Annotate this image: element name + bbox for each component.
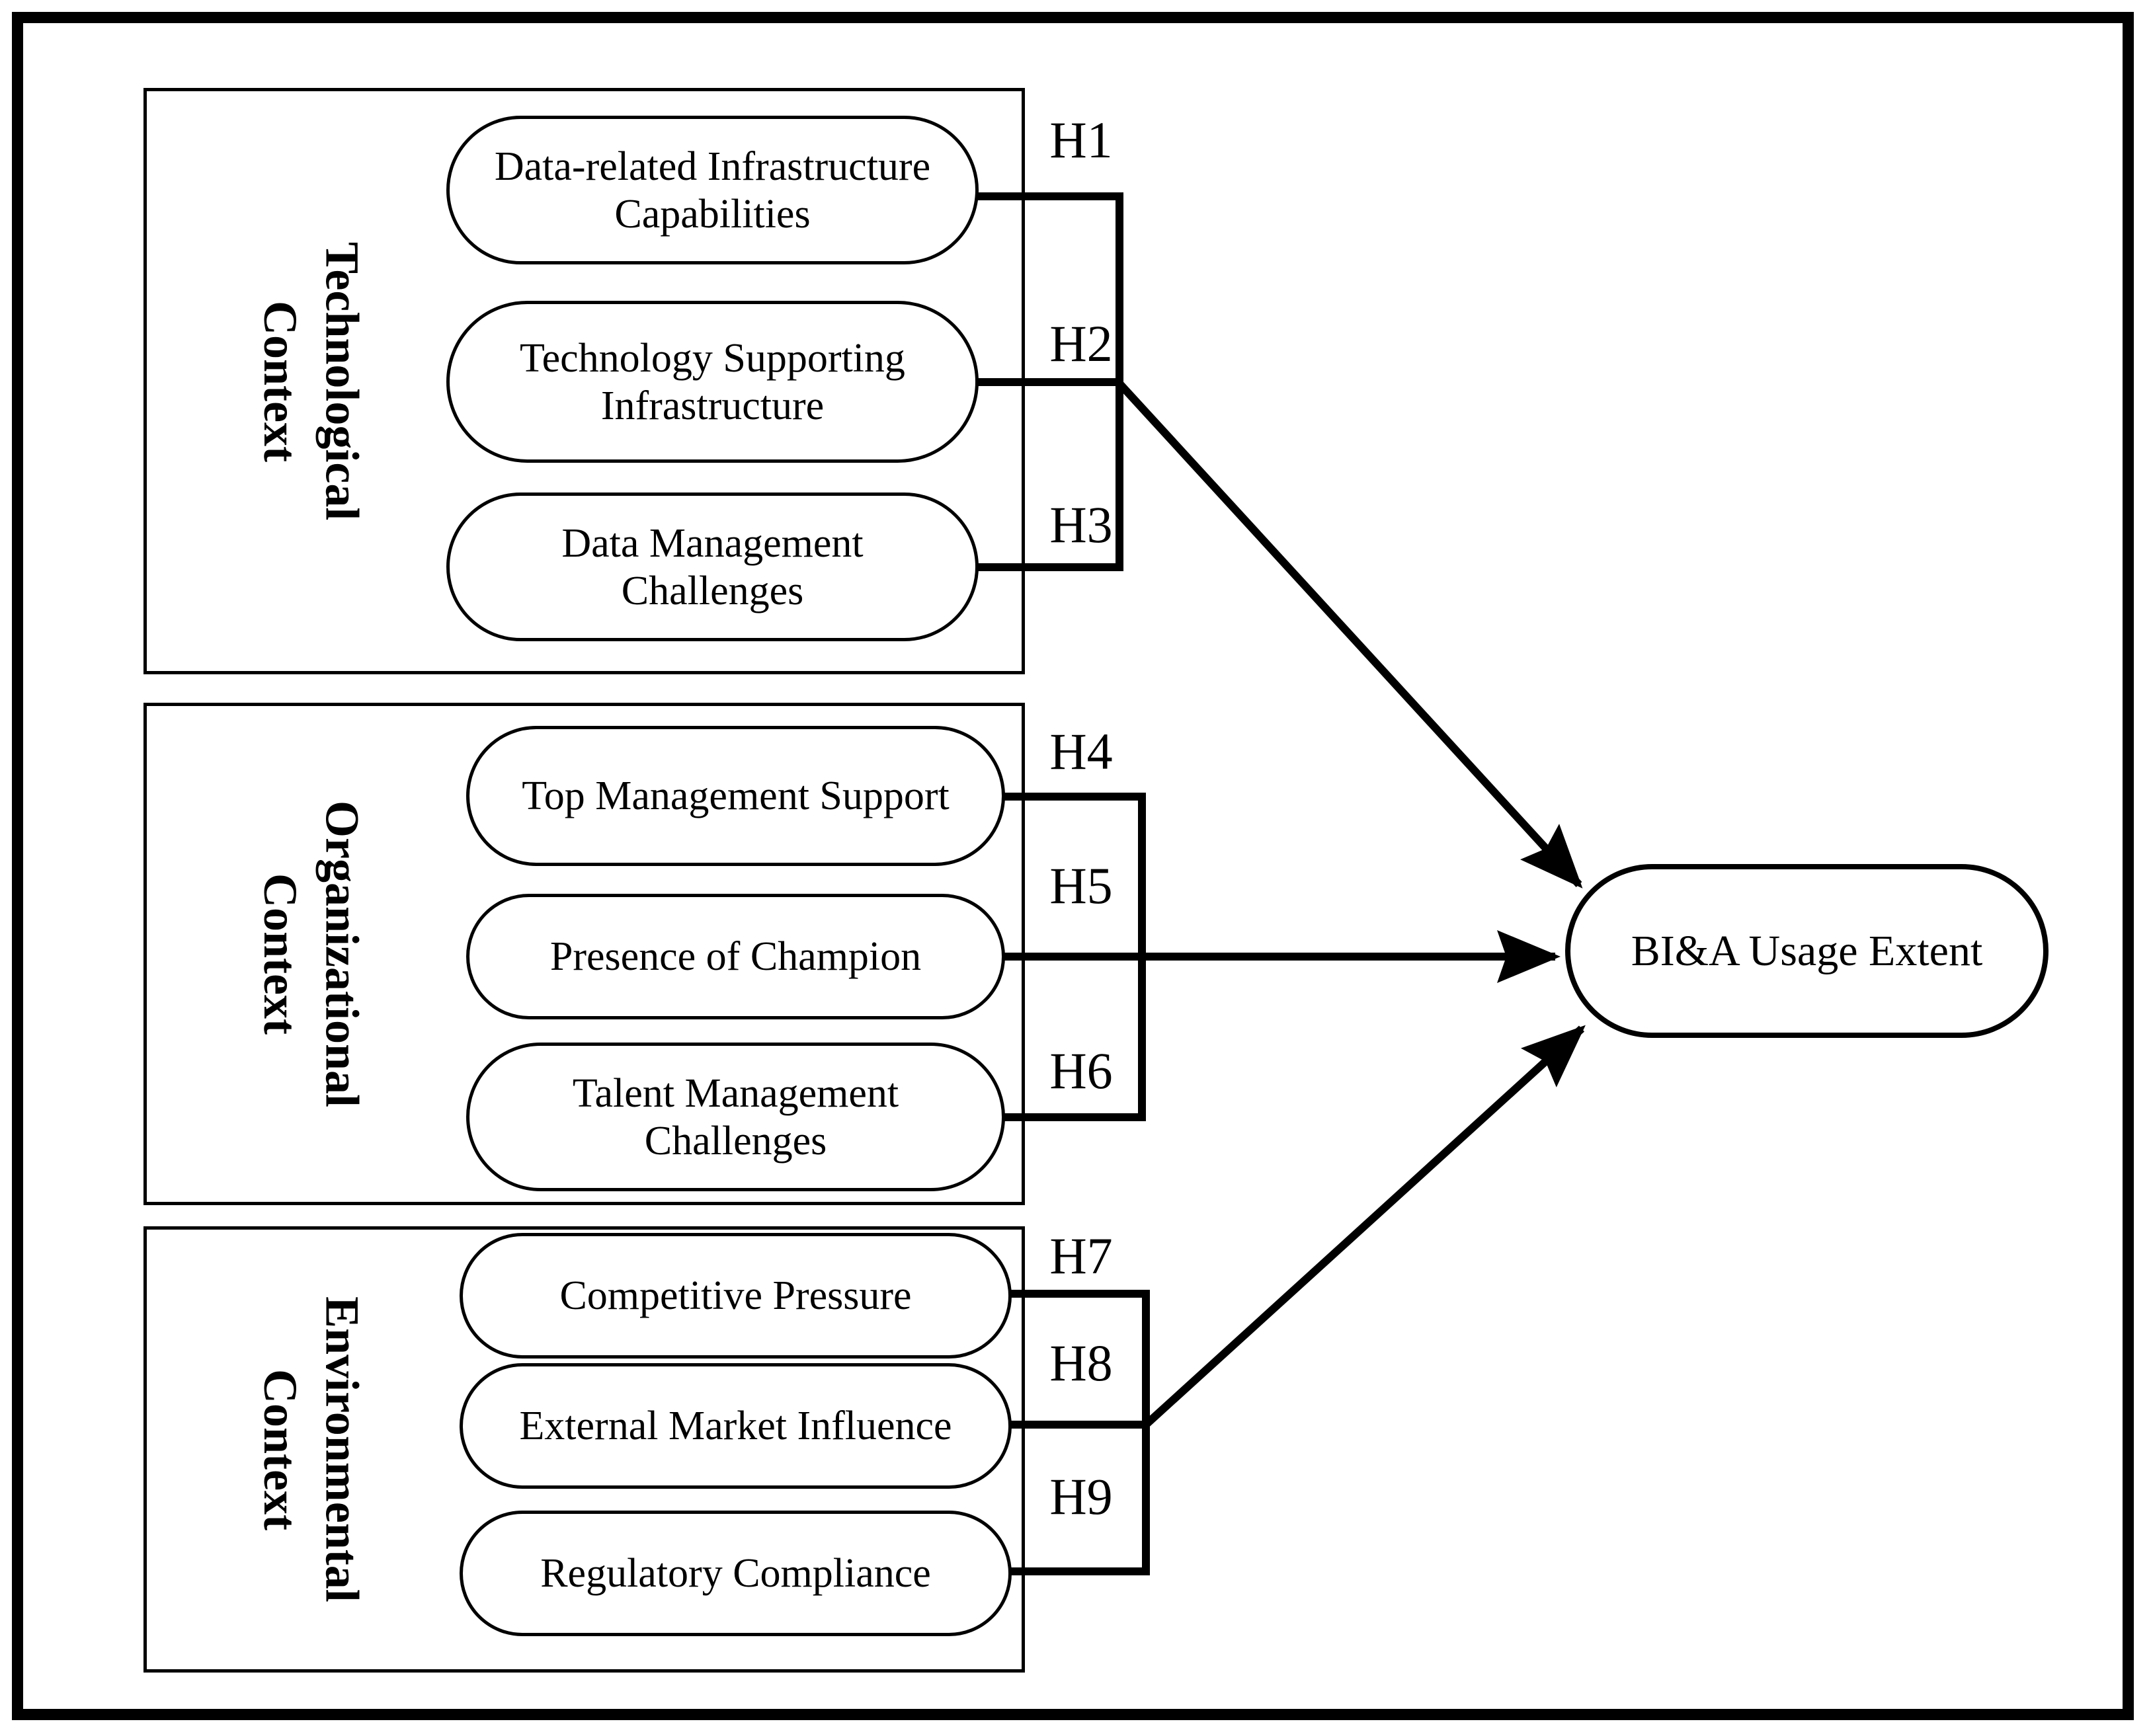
node-label-line: Technology Supporting [520, 335, 905, 381]
hypothesis-label-h3: H3 [1049, 496, 1113, 553]
node-top-management-support: Top Management Support [466, 726, 1005, 866]
node-label-line: Competitive Pressure [559, 1273, 912, 1318]
node-data-related-infrastructure-capabilities: Data-related Infrastructure Capabilities [446, 116, 979, 264]
group-label-line: Context [254, 300, 307, 462]
hypothesis-label-h8: H8 [1049, 1334, 1113, 1392]
node-regulatory-compliance: Regulatory Compliance [460, 1511, 1012, 1636]
node-presence-of-champion: Presence of Champion [466, 894, 1005, 1019]
node-label-line: Data Management [561, 520, 864, 566]
hypothesis-label-h4: H4 [1049, 723, 1113, 780]
node-external-market-influence: External Market Influence [460, 1363, 1012, 1489]
arrow-environmental-to-outcome [1143, 1025, 1586, 1428]
node-bia-usage-extent: BI&A Usage Extent [1565, 864, 2049, 1038]
group-label-line: Environmental [315, 1296, 369, 1602]
diagram-border [12, 12, 2134, 1720]
node-label-line: Data-related Infrastructure [494, 143, 931, 189]
node-label-line: Top Management Support [522, 773, 950, 818]
node-data-management-challenges: Data Management Challenges [446, 493, 979, 641]
hypothesis-label-h1: H1 [1049, 111, 1113, 169]
group-label-line: Organizational [315, 801, 369, 1107]
node-label-line: Infrastructure [600, 383, 825, 428]
group-label-line: Context [254, 1368, 307, 1530]
node-label-line: Presence of Champion [549, 934, 922, 979]
group-label-technological-context: Technological Context [238, 88, 384, 674]
node-talent-management-challenges: Talent Management Challenges [466, 1043, 1005, 1191]
outcome-label: BI&A Usage Extent [1631, 926, 1983, 975]
hypothesis-label-h2: H2 [1049, 315, 1113, 372]
node-label-line: External Market Influence [519, 1403, 952, 1448]
node-label-line: Capabilities [614, 191, 811, 237]
node-competitive-pressure: Competitive Pressure [460, 1233, 1012, 1359]
hypothesis-label-h9: H9 [1049, 1468, 1113, 1525]
hypothesis-label-h5: H5 [1049, 857, 1113, 914]
node-label-line: Talent Management [572, 1070, 899, 1116]
node-technology-supporting-infrastructure: Technology Supporting Infrastructure [446, 301, 979, 463]
hypothesis-label-h7: H7 [1049, 1227, 1113, 1284]
group-label-line: Context [254, 873, 307, 1035]
hypothesis-label-h6: H6 [1049, 1042, 1113, 1099]
group-label-environmental-context: Environmental Context [238, 1226, 384, 1673]
node-label-line: Regulatory Compliance [540, 1551, 931, 1596]
node-label-line: Challenges [644, 1118, 827, 1164]
node-label-line: Challenges [621, 568, 804, 613]
group-label-organizational-context: Organizational Context [238, 703, 384, 1205]
arrow-technological-to-outcome [1116, 380, 1583, 888]
group-label-line: Technological [315, 241, 369, 521]
